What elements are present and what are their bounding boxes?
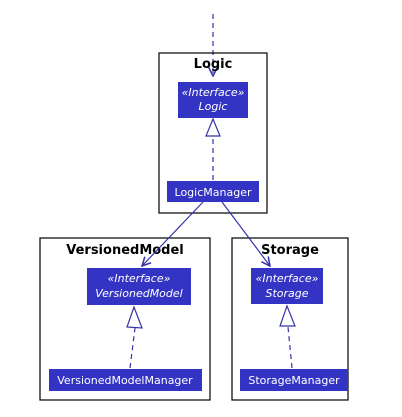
storage-interface-stereotype: «Interface»: [256, 272, 319, 285]
storage-manager-class[interactable]: StorageManager: [240, 369, 348, 391]
versioned-model-interface[interactable]: «Interface» VersionedModel: [87, 268, 191, 305]
versioned-model-realization-line: [129, 327, 136, 369]
versioned-model-interface-stereotype: «Interface»: [108, 272, 171, 285]
storage-package: Storage «Interface» Storage StorageManag…: [231, 237, 349, 401]
logic-interface[interactable]: «Interface» Logic: [178, 82, 248, 118]
versioned-model-interface-name: VersionedModel: [95, 287, 182, 300]
versioned-model-manager-class[interactable]: VersionedModelManager: [49, 369, 202, 391]
storage-package-title: Storage: [261, 243, 319, 258]
storage-interface-name: Storage: [265, 287, 308, 300]
versioned-model-manager-label: VersionedModelManager: [57, 374, 193, 387]
storage-realization-arrowhead: [279, 304, 296, 327]
logic-package-frame: [158, 52, 268, 214]
logic-to-versioned-model-association: [142, 201, 204, 266]
logic-interface-stereotype: «Interface»: [182, 86, 245, 99]
versioned-model-realization-arrowhead: [126, 305, 143, 329]
storage-interface[interactable]: «Interface» Storage: [251, 268, 323, 304]
logic-package: Logic «Interface» Logic LogicManager: [158, 52, 268, 214]
versioned-model-package-frame: [39, 237, 211, 401]
logic-interface-name: Logic: [199, 100, 228, 113]
logic-package-title: Logic: [194, 57, 233, 72]
storage-manager-label: StorageManager: [248, 374, 340, 387]
logic-manager-label: LogicManager: [175, 186, 252, 199]
storage-package-frame: [231, 237, 349, 401]
versioned-model-package: VersionedModel «Interface» VersionedMode…: [39, 237, 211, 401]
logic-realization-arrowhead: [205, 117, 221, 137]
storage-realization-line: [287, 326, 293, 369]
versioned-model-package-title: VersionedModel: [66, 243, 184, 258]
logic-manager-class[interactable]: LogicManager: [167, 181, 259, 202]
logic-to-storage-association: [221, 201, 270, 266]
